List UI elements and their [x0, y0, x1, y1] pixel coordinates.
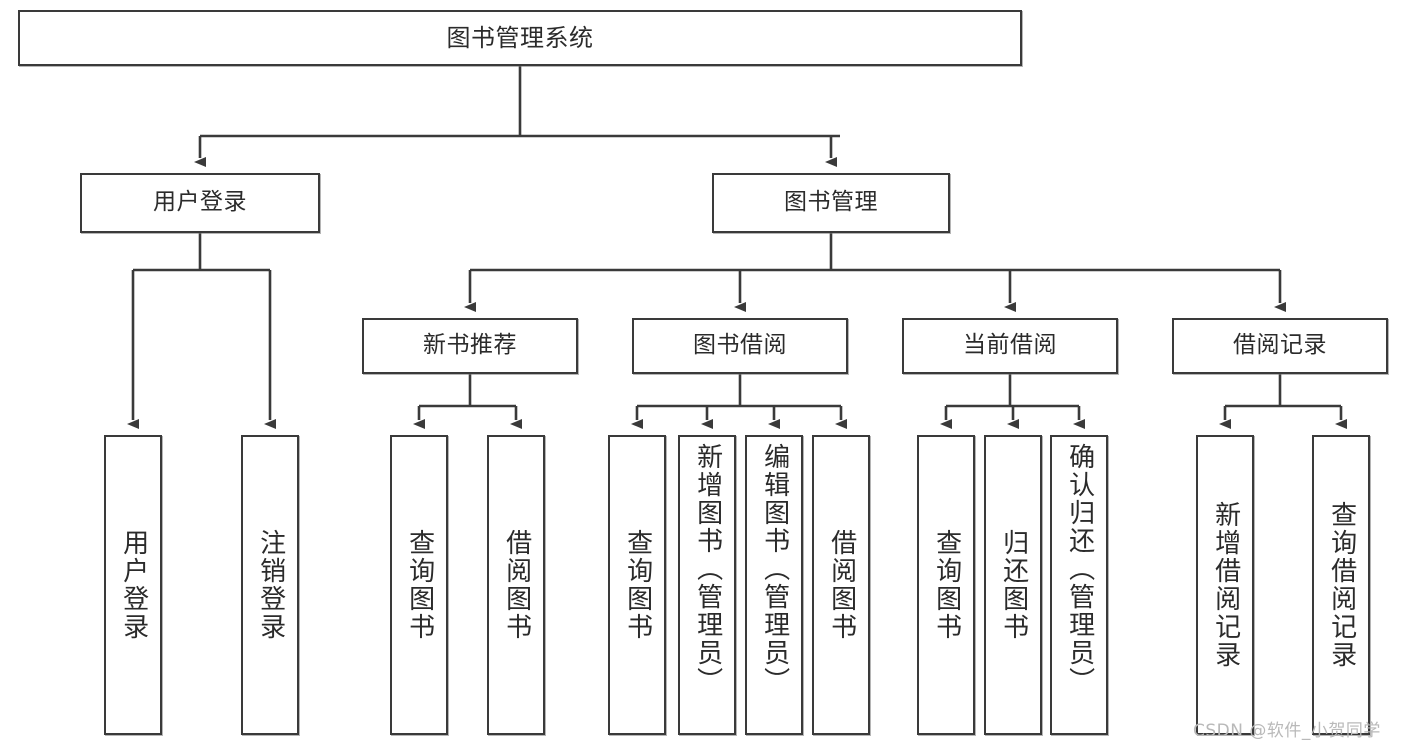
node-leaf-bb-edit-book-label: 编辑图书（管理员）	[759, 443, 790, 695]
node-book-borrow-label: 图书借阅	[693, 332, 787, 359]
node-leaf-br-add-record[interactable]: 新增借阅记录	[1196, 435, 1254, 735]
node-leaf-rec-query-book-label: 查询图书	[404, 529, 435, 641]
node-book-manage[interactable]: 图书管理	[712, 173, 950, 233]
node-root[interactable]: 图书管理系统	[18, 10, 1022, 66]
node-leaf-cb-confirm-return[interactable]: 确认归还（管理员）	[1050, 435, 1108, 735]
node-borrow-record-label: 借阅记录	[1233, 332, 1327, 359]
node-root-label: 图书管理系统	[446, 23, 594, 52]
node-borrow-record[interactable]: 借阅记录	[1172, 318, 1388, 374]
node-book-manage-label: 图书管理	[784, 189, 878, 216]
node-leaf-logout[interactable]: 注销登录	[241, 435, 299, 735]
node-leaf-bb-borrow-book[interactable]: 借阅图书	[812, 435, 870, 735]
node-new-book-rec-label: 新书推荐	[423, 332, 517, 359]
node-leaf-bb-add-book[interactable]: 新增图书（管理员）	[678, 435, 736, 735]
node-leaf-rec-borrow-book[interactable]: 借阅图书	[487, 435, 545, 735]
node-leaf-bb-borrow-book-label: 借阅图书	[826, 529, 857, 641]
node-leaf-br-add-record-label: 新增借阅记录	[1210, 501, 1241, 669]
node-user-login-label: 用户登录	[153, 189, 247, 216]
node-leaf-cb-confirm-return-label: 确认归还（管理员）	[1064, 443, 1095, 695]
node-leaf-user-login[interactable]: 用户登录	[104, 435, 162, 735]
node-leaf-cb-return-book-label: 归还图书	[998, 529, 1029, 641]
node-leaf-br-query-record-label: 查询借阅记录	[1326, 501, 1357, 669]
node-book-borrow[interactable]: 图书借阅	[632, 318, 848, 374]
node-leaf-rec-query-book[interactable]: 查询图书	[390, 435, 448, 735]
node-leaf-bb-query-book[interactable]: 查询图书	[608, 435, 666, 735]
node-leaf-cb-query-book[interactable]: 查询图书	[917, 435, 975, 735]
node-leaf-cb-query-book-label: 查询图书	[931, 529, 962, 641]
node-leaf-cb-return-book[interactable]: 归还图书	[984, 435, 1042, 735]
node-leaf-bb-add-book-label: 新增图书（管理员）	[692, 443, 723, 695]
node-leaf-logout-label: 注销登录	[255, 529, 286, 641]
node-leaf-bb-edit-book[interactable]: 编辑图书（管理员）	[745, 435, 803, 735]
node-new-book-rec[interactable]: 新书推荐	[362, 318, 578, 374]
watermark-text: CSDN @软件_小贺同学	[1193, 721, 1381, 741]
node-current-borrow-label: 当前借阅	[963, 332, 1057, 359]
node-leaf-bb-query-book-label: 查询图书	[622, 529, 653, 641]
node-leaf-br-query-record[interactable]: 查询借阅记录	[1312, 435, 1370, 735]
node-leaf-rec-borrow-book-label: 借阅图书	[501, 529, 532, 641]
node-user-login[interactable]: 用户登录	[80, 173, 320, 233]
node-leaf-user-login-label: 用户登录	[118, 529, 149, 641]
node-current-borrow[interactable]: 当前借阅	[902, 318, 1118, 374]
